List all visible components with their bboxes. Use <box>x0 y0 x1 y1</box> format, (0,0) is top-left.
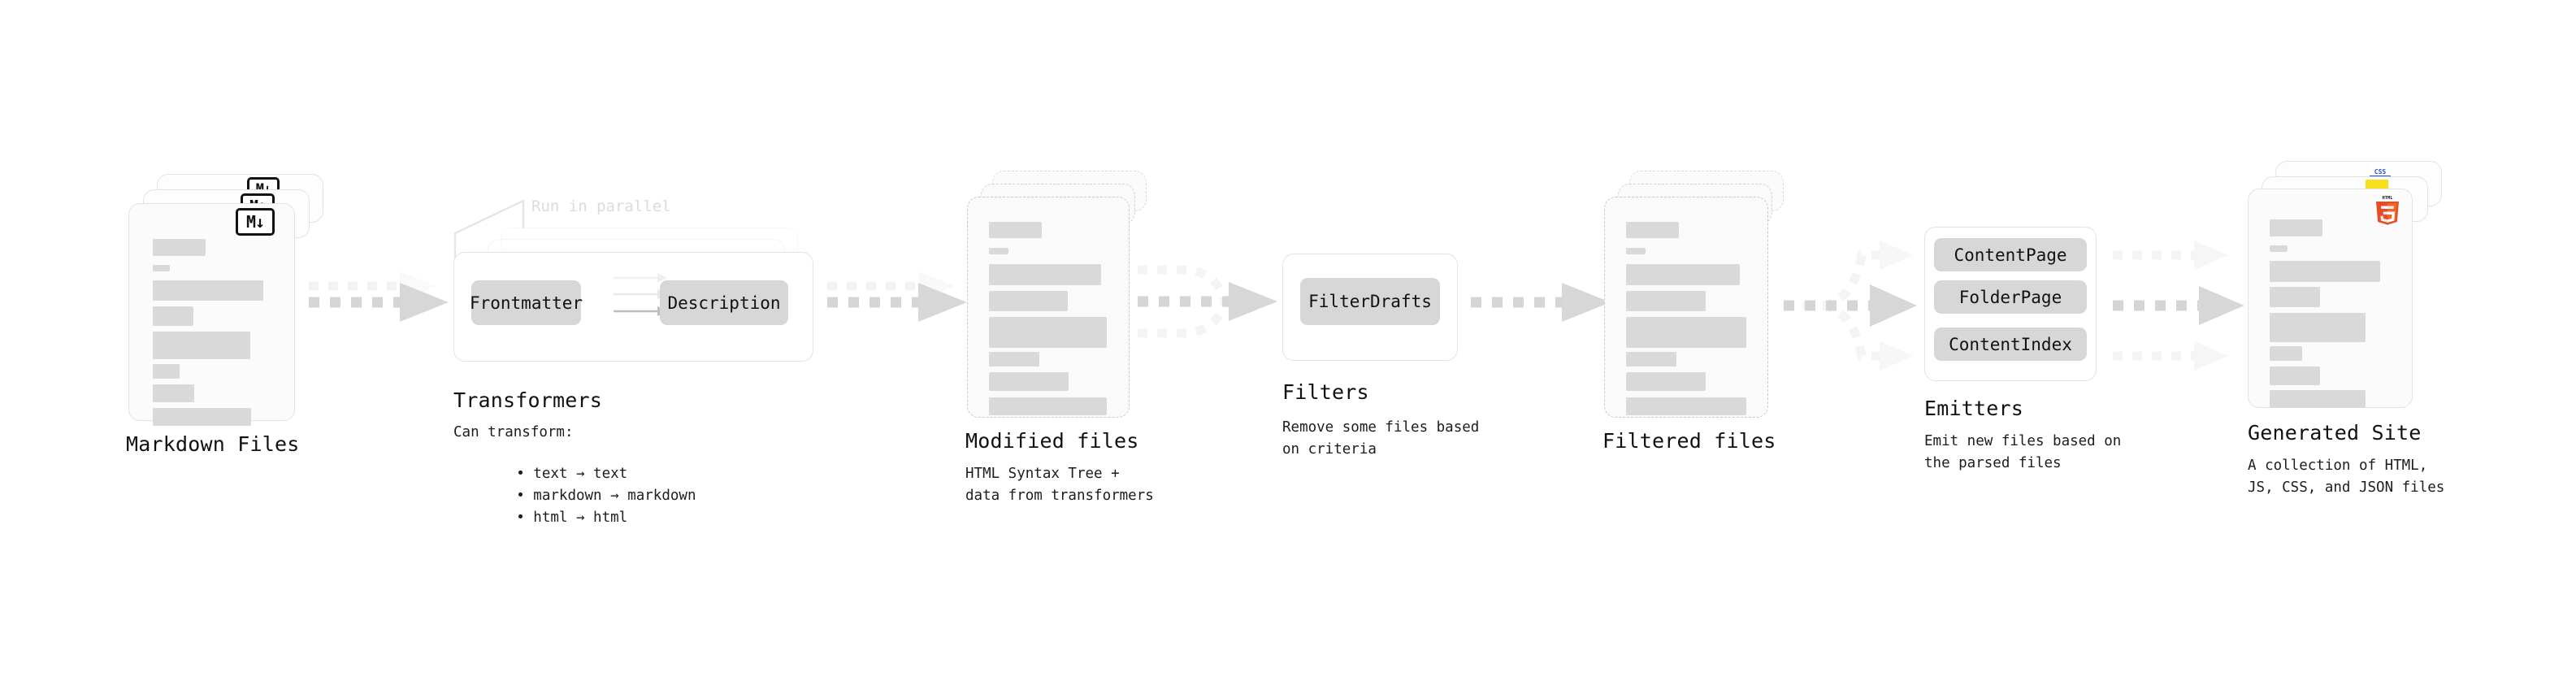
run-in-parallel-brace <box>453 199 525 259</box>
skeleton-bar <box>153 332 250 359</box>
skeleton-bar <box>153 384 194 402</box>
transformer-bullet-label: text → text <box>533 466 628 483</box>
stage-title-modified-files: Modified files <box>965 429 1139 453</box>
skeleton-bar <box>2270 219 2322 236</box>
skeleton-bar <box>989 372 1069 391</box>
stage-desc-filters: Remove some files based on criteria <box>1282 419 1480 458</box>
skeleton-bar <box>2270 367 2320 385</box>
conn-transformers-modified <box>827 271 967 322</box>
transformer-bullet-2: • html → html <box>516 510 628 527</box>
stage-title-generated-site: Generated Site <box>2248 421 2422 445</box>
skeleton-bar <box>153 364 180 379</box>
skeleton-bar <box>1626 248 1646 254</box>
stage-desc-modified-files: HTML Syntax Tree + data from transformer… <box>965 466 1154 505</box>
skeleton-bar <box>989 248 1008 254</box>
skeleton-bar <box>989 352 1039 367</box>
skeleton-bar <box>1626 264 1740 285</box>
markdown-icon-letter: M <box>245 212 256 232</box>
skeleton-bar <box>153 280 263 301</box>
transformer-bullet-label: html → html <box>533 510 628 527</box>
markdown-icon: M↓ <box>236 208 275 236</box>
stage-desc-generated-site: A collection of HTML, JS, CSS, and JSON … <box>2248 458 2445 497</box>
transformer-bullet-0: • text → text <box>516 466 628 483</box>
stage-desc-emitters: Emit new files based on the parsed files <box>1924 433 2122 472</box>
conn-filters-filtered <box>1471 283 1611 322</box>
stage-title-emitters: Emitters <box>1924 397 2024 420</box>
emitter-node-contentindex[interactable]: ContentIndex <box>1934 327 2087 361</box>
markdown-file-card-front <box>128 203 295 426</box>
skeleton-bar <box>1626 317 1746 348</box>
skeleton-bar <box>153 265 170 271</box>
transformer-node-description[interactable]: Description <box>660 280 788 325</box>
skeleton-bar <box>989 397 1107 415</box>
markdown-icon-letter: M <box>256 182 264 197</box>
skeleton-bar <box>153 306 193 326</box>
skeleton-bar <box>989 222 1042 238</box>
skeleton-bar <box>1626 372 1706 391</box>
transformer-node-frontmatter[interactable]: Frontmatter <box>470 280 583 325</box>
conn-emitters-site <box>2113 241 2244 371</box>
emitter-node-folderpage[interactable]: FolderPage <box>1934 280 2087 314</box>
stage-title-markdown-files: Markdown Files <box>126 432 300 456</box>
skeleton-bar <box>2270 261 2380 282</box>
modified-file-card-front <box>967 197 1130 418</box>
skeleton-bar <box>153 408 251 426</box>
stage-title-filters: Filters <box>1282 380 1369 404</box>
stage-title-filtered-files: Filtered files <box>1602 429 1776 453</box>
stage-desc-transformers: Can transform: <box>453 424 574 440</box>
filter-node-filterdrafts[interactable]: FilterDrafts <box>1300 278 1440 325</box>
skeleton-bar <box>2270 245 2288 252</box>
generated-site-card-front <box>2248 189 2413 408</box>
skeleton-bar <box>2270 390 2366 408</box>
stage-title-transformers: Transformers <box>453 388 603 412</box>
skeleton-bar <box>2270 287 2320 307</box>
skeleton-bar <box>989 317 1107 348</box>
skeleton-bar <box>989 291 1068 311</box>
skeleton-bar <box>1626 352 1676 367</box>
transformer-bullet-label: markdown → markdown <box>533 488 696 505</box>
conn-markdown-transformers <box>309 271 449 322</box>
conn-modified-filters <box>1138 265 1277 338</box>
svg-text:HTML: HTML <box>2383 196 2394 201</box>
transformer-bullet-1: • markdown → markdown <box>516 488 696 505</box>
skeleton-bar <box>2270 346 2302 361</box>
run-in-parallel-label: Run in parallel <box>531 197 671 215</box>
skeleton-bar <box>2270 313 2366 342</box>
skeleton-bar <box>989 264 1101 285</box>
skeleton-bar <box>1626 222 1679 238</box>
emitter-node-contentpage[interactable]: ContentPage <box>1934 238 2087 271</box>
skeleton-bar <box>1626 291 1706 311</box>
skeleton-bar <box>1626 397 1746 415</box>
conn-filtered-emitters <box>1784 241 1917 371</box>
filtered-file-card-front <box>1604 197 1768 418</box>
skeleton-bar <box>153 239 206 256</box>
html5-icon: HTML <box>2376 196 2399 225</box>
